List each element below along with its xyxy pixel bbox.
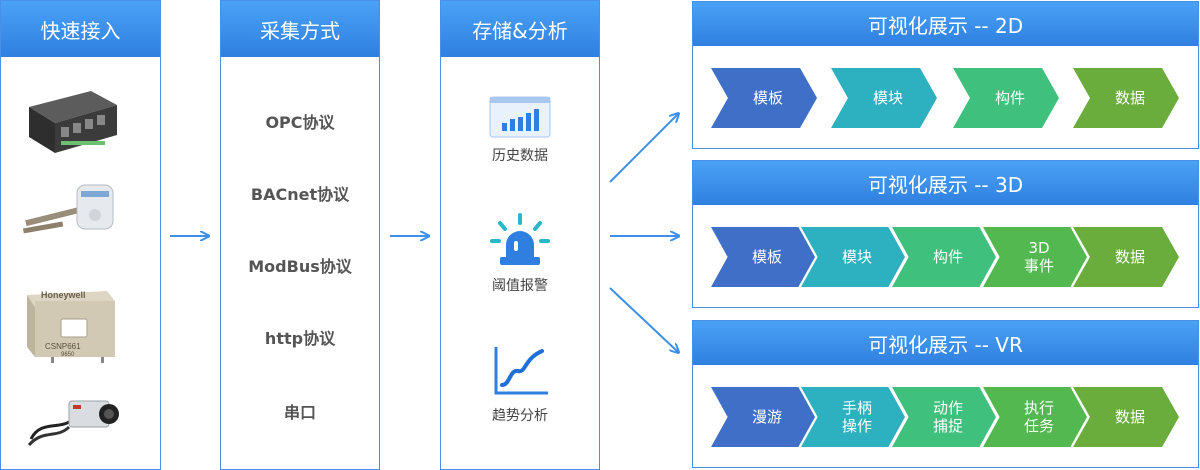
arrow-store-to-vr [609, 287, 678, 352]
step-chevron: 漫游 [711, 387, 815, 447]
protocol-item: 串口 [283, 403, 316, 422]
step-label: 手柄 操作 [841, 399, 872, 435]
store-item-history: 历史数据 [441, 95, 599, 165]
collect-column-title: 采集方式 [221, 1, 379, 57]
step-label: 执行 任务 [1023, 399, 1054, 435]
step-label: 构件 [932, 248, 963, 266]
step-chevron: 动作 捕捉 [892, 387, 996, 447]
camera-icon [27, 400, 119, 447]
store-label: 历史数据 [492, 148, 548, 164]
step-label: 漫游 [751, 408, 782, 426]
sensor-probe-icon [22, 184, 114, 234]
step-chevron: 模板 [711, 227, 815, 287]
access-column-title: 快速接入 [1, 1, 160, 57]
store-item-alarm: 阈值报警 [441, 213, 599, 295]
step-chevron: 数据 [1073, 68, 1179, 128]
current-sensor-icon: Honeywell CSNP661 9650 [27, 290, 115, 363]
bar-chart-icon [489, 96, 551, 138]
access-column: 快速接入 Honeywell CSNP661 [0, 0, 161, 470]
step-chevron: 3D 事件 [983, 227, 1087, 287]
arrow-store-to-2d [609, 114, 678, 183]
device-model-text: CSNP661 [45, 342, 81, 351]
step-label: 构件 [994, 89, 1025, 107]
step-label: 数据 [1114, 248, 1145, 266]
alarm-light-icon [490, 213, 550, 265]
step-label: 模板 [752, 89, 783, 107]
step-label: 模块 [872, 89, 903, 107]
panel-2d-title: 可视化展示 -- 2D [693, 2, 1198, 46]
store-column-title: 存储&分析 [441, 1, 599, 57]
step-chevron: 数据 [1073, 227, 1179, 287]
device-sub-text: 9650 [61, 352, 75, 358]
step-chevron: 构件 [953, 68, 1059, 128]
step-chevron: 数据 [1073, 387, 1179, 447]
protocol-item: http协议 [264, 329, 336, 348]
panel-3d: 可视化展示 -- 3D 模板 模块 构件 3D 事件 数据 [692, 160, 1199, 308]
device-logo-text: Honeywell [41, 290, 86, 300]
collect-column: 采集方式 OPC协议 BACnet协议 ModBus协议 http协议 串口 [220, 0, 380, 470]
protocol-item: OPC协议 [265, 113, 335, 132]
step-label: 数据 [1114, 89, 1145, 107]
protocol-item: ModBus协议 [248, 257, 352, 276]
step-label: 模板 [751, 248, 782, 266]
step-chevron: 执行 任务 [983, 387, 1087, 447]
step-label: 3D 事件 [1023, 239, 1054, 275]
step-chevron: 模板 [711, 68, 817, 128]
store-item-trend: 趋势分析 [441, 343, 599, 425]
store-column: 存储&分析 历史数据 阈值报警 趋势分析 [440, 0, 600, 470]
protocol-list: OPC协议 BACnet协议 ModBus协议 http协议 串口 [221, 57, 379, 469]
step-chevron: 模块 [801, 227, 905, 287]
store-label: 阈值报警 [492, 278, 548, 294]
protocol-item: BACnet协议 [250, 185, 350, 204]
controller-device-icon [29, 91, 117, 153]
store-label: 趋势分析 [492, 408, 548, 424]
device-list: Honeywell CSNP661 9650 [1, 57, 160, 469]
step-chevron: 模块 [831, 68, 937, 128]
panel-2d: 可视化展示 -- 2D 模板 模块 构件 数据 [692, 1, 1199, 149]
step-chevron: 手柄 操作 [801, 387, 905, 447]
panel-vr-title: 可视化展示 -- VR [693, 321, 1198, 365]
panel-3d-title: 可视化展示 -- 3D [693, 161, 1198, 205]
step-label: 数据 [1114, 408, 1145, 426]
step-label: 动作 捕捉 [932, 399, 963, 435]
panel-vr: 可视化展示 -- VR 漫游 手柄 操作 动作 捕捉 执行 任务 数据 [692, 320, 1199, 468]
trend-chart-icon [494, 347, 548, 395]
step-label: 模块 [841, 248, 872, 266]
step-chevron: 构件 [892, 227, 996, 287]
